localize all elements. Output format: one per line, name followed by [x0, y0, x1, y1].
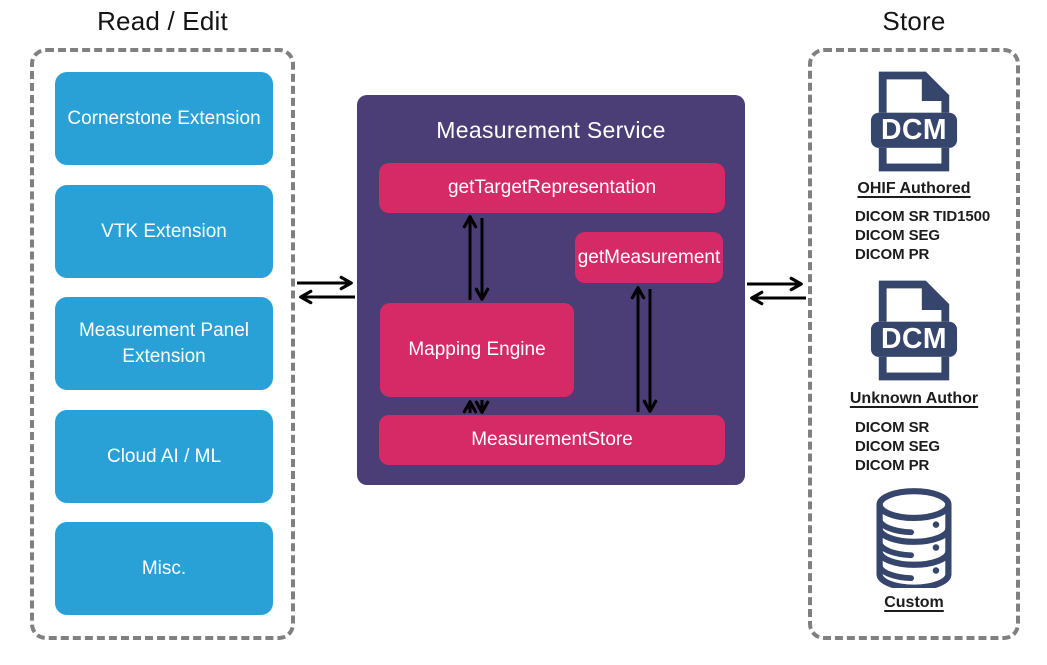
extension-measurement-panel: Measurement Panel Extension: [55, 297, 273, 390]
format-line: DICOM SR TID1500: [855, 208, 991, 225]
extension-cornerstone: Cornerstone Extension: [55, 72, 273, 165]
store-title: Store: [882, 6, 946, 36]
node-get-measurement: getMeasurement: [575, 232, 723, 283]
node-mapping-engine: Mapping Engine: [380, 303, 574, 397]
measurement-service-box: Measurement Service getTargetRepresentat…: [357, 95, 745, 485]
database-icon: [871, 488, 957, 593]
dcm-file-icon: DCM: [869, 280, 959, 386]
measurement-service-title: Measurement Service: [436, 117, 666, 143]
extension-vtk: VTK Extension: [55, 185, 273, 278]
read-edit-title: Read / Edit: [97, 6, 228, 36]
node-get-target-representation: getTargetRepresentation: [379, 163, 725, 213]
store-group: DCM OHIF Authored DICOM SR TID1500 DICOM…: [808, 48, 1020, 640]
dcm-file-icon: DCM: [869, 71, 959, 177]
extension-misc: Misc.: [55, 522, 273, 615]
dcm-icon-label: DCM: [881, 114, 947, 146]
store-item-label: OHIF Authored: [857, 180, 971, 197]
store-item-formats: DICOM SR DICOM SEG DICOM PR: [855, 418, 940, 475]
format-line: DICOM SEG: [855, 438, 940, 455]
extension-cloud-ai-ml: Cloud AI / ML: [55, 410, 273, 503]
read-edit-group: Cornerstone Extension VTK Extension Meas…: [30, 48, 295, 640]
format-line: DICOM SR: [855, 419, 930, 436]
format-line: DICOM PR: [855, 457, 930, 474]
store-item-label: Custom: [884, 594, 944, 611]
node-measurement-store: MeasurementStore: [379, 415, 725, 465]
format-line: DICOM PR: [855, 246, 930, 263]
store-item-label: Unknown Author: [849, 390, 979, 407]
dcm-icon-label: DCM: [881, 323, 947, 355]
format-line: DICOM SEG: [855, 227, 940, 244]
store-item-formats: DICOM SR TID1500 DICOM SEG DICOM PR: [855, 207, 990, 264]
